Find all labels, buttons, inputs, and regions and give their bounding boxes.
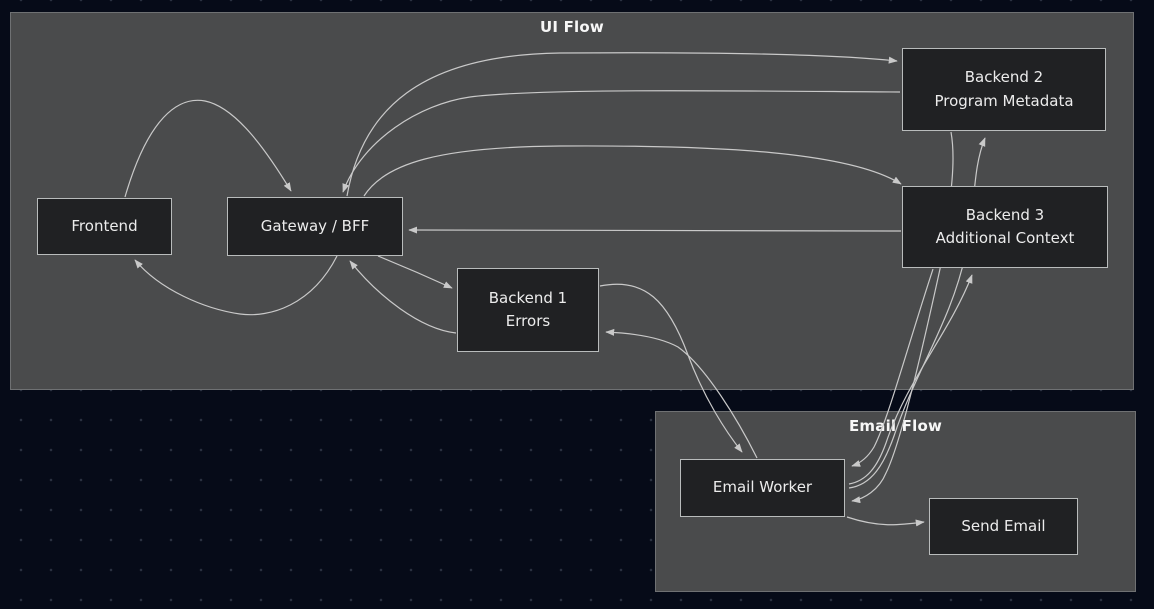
node-backend2-label-line1: Backend 2: [964, 68, 1044, 87]
node-send-email-label: Send Email: [961, 516, 1046, 535]
node-send-email[interactable]: Send Email: [929, 498, 1078, 555]
node-gateway-bff-label: Gateway / BFF: [260, 216, 370, 235]
node-backend1-errors[interactable]: Backend 1 Errors: [457, 268, 599, 352]
node-email-worker[interactable]: Email Worker: [680, 459, 845, 517]
node-backend1-label-line2: Errors: [505, 312, 551, 330]
node-backend2-program-metadata[interactable]: Backend 2 Program Metadata: [902, 48, 1106, 131]
node-gateway-bff[interactable]: Gateway / BFF: [227, 197, 403, 256]
node-backend3-label-line2: Additional Context: [935, 229, 1075, 247]
node-email-worker-label: Email Worker: [712, 478, 813, 497]
node-backend3-additional-context[interactable]: Backend 3 Additional Context: [902, 186, 1108, 268]
node-backend3-label-line1: Backend 3: [965, 205, 1045, 224]
node-frontend[interactable]: Frontend: [37, 198, 172, 255]
node-backend1-label-line1: Backend 1: [488, 288, 568, 307]
email-flow-title: Email Flow: [848, 417, 943, 435]
node-frontend-label: Frontend: [71, 216, 138, 235]
node-backend2-label-line2: Program Metadata: [934, 91, 1074, 110]
ui-flow-title: UI Flow: [540, 18, 604, 36]
